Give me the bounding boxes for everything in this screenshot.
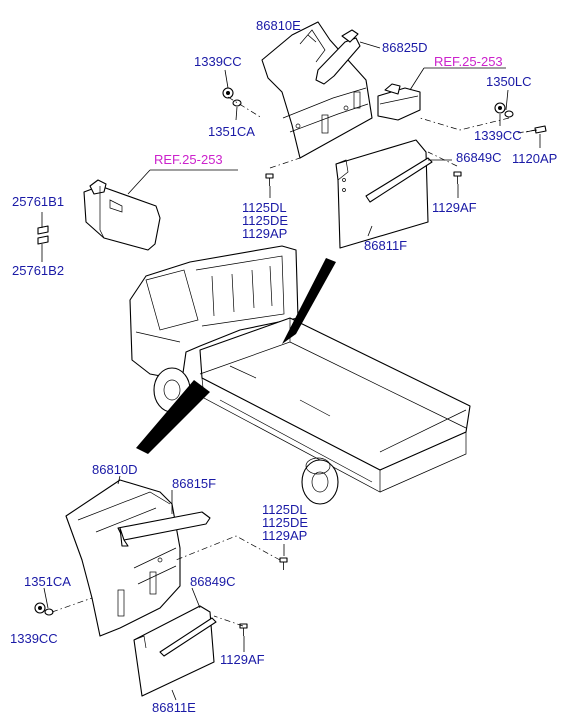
label-1125DE-bottom: 1125DE: [262, 515, 308, 530]
label-1129AF-bottom: 1129AF: [220, 652, 265, 667]
bottom-strip-86849C: [159, 617, 217, 657]
top-bracket-86825D: [315, 29, 361, 85]
bottom-mudguard-86810D: [65, 479, 181, 637]
bottom-bracket-86815F: [117, 511, 211, 547]
bottom-nut-left: [34, 602, 46, 614]
label-1351CA-top: 1351CA: [208, 124, 255, 139]
label-1339CC-top-right: 1339CC: [474, 128, 522, 143]
top-bolt-right: [525, 125, 547, 134]
label-86849C-bottom: 86849C: [190, 574, 236, 589]
label-86811E: 86811E: [152, 700, 196, 715]
label-86811F: 86811F: [364, 238, 407, 253]
ref-25-253-left: REF.25-253: [154, 152, 223, 167]
label-1339CC-top-left: 1339CC: [194, 54, 242, 69]
top-reservoir-tank: [377, 83, 421, 121]
label-1125DL-bottom: 1125DL: [262, 502, 307, 517]
label-86825D: 86825D: [382, 40, 428, 55]
label-1350LC: 1350LC: [486, 74, 532, 89]
bottom-flap-86811E: [133, 605, 215, 697]
top-screw-right: [453, 171, 462, 184]
top-mudguard-86810E: [261, 21, 373, 159]
label-1129AP-top: 1129AP: [242, 226, 287, 241]
label-1125DE-top: 1125DE: [242, 213, 288, 228]
label-1351CA-bottom: 1351CA: [24, 574, 71, 589]
left-bracket-25761B: [37, 225, 49, 245]
bottom-screw: [239, 623, 248, 636]
truck-body: [129, 245, 471, 505]
label-86849C-top: 86849C: [456, 150, 502, 165]
label-86810E: 86810E: [256, 18, 301, 33]
label-25761B2: 25761B2: [12, 263, 64, 278]
leader-wedge-bottom: [136, 380, 210, 454]
label-1129AF-top: 1129AF: [432, 200, 477, 215]
top-nut-right: [494, 102, 506, 114]
top-bolts-center: [265, 173, 274, 186]
top-strip-86849C: [365, 157, 433, 203]
label-1339CC-bottom: 1339CC: [10, 631, 58, 646]
label-1125DL-top: 1125DL: [242, 200, 287, 215]
leader-wedge-top: [282, 258, 336, 344]
ref-25-253-top: REF.25-253: [434, 54, 503, 69]
left-reservoir-tank: [83, 179, 161, 251]
label-25761B1: 25761B1: [12, 194, 64, 209]
bottom-bolts-center: [279, 557, 288, 570]
bottom-washer-left: [44, 608, 54, 616]
label-1120AP: 1120AP: [512, 151, 557, 166]
top-nut-left: [222, 87, 234, 99]
label-86815F: 86815F: [172, 476, 216, 491]
top-washer-right: [504, 110, 514, 118]
label-1129AP-bottom: 1129AP: [262, 528, 307, 543]
label-86810D: 86810D: [92, 462, 138, 477]
top-washer-left: [232, 99, 242, 107]
